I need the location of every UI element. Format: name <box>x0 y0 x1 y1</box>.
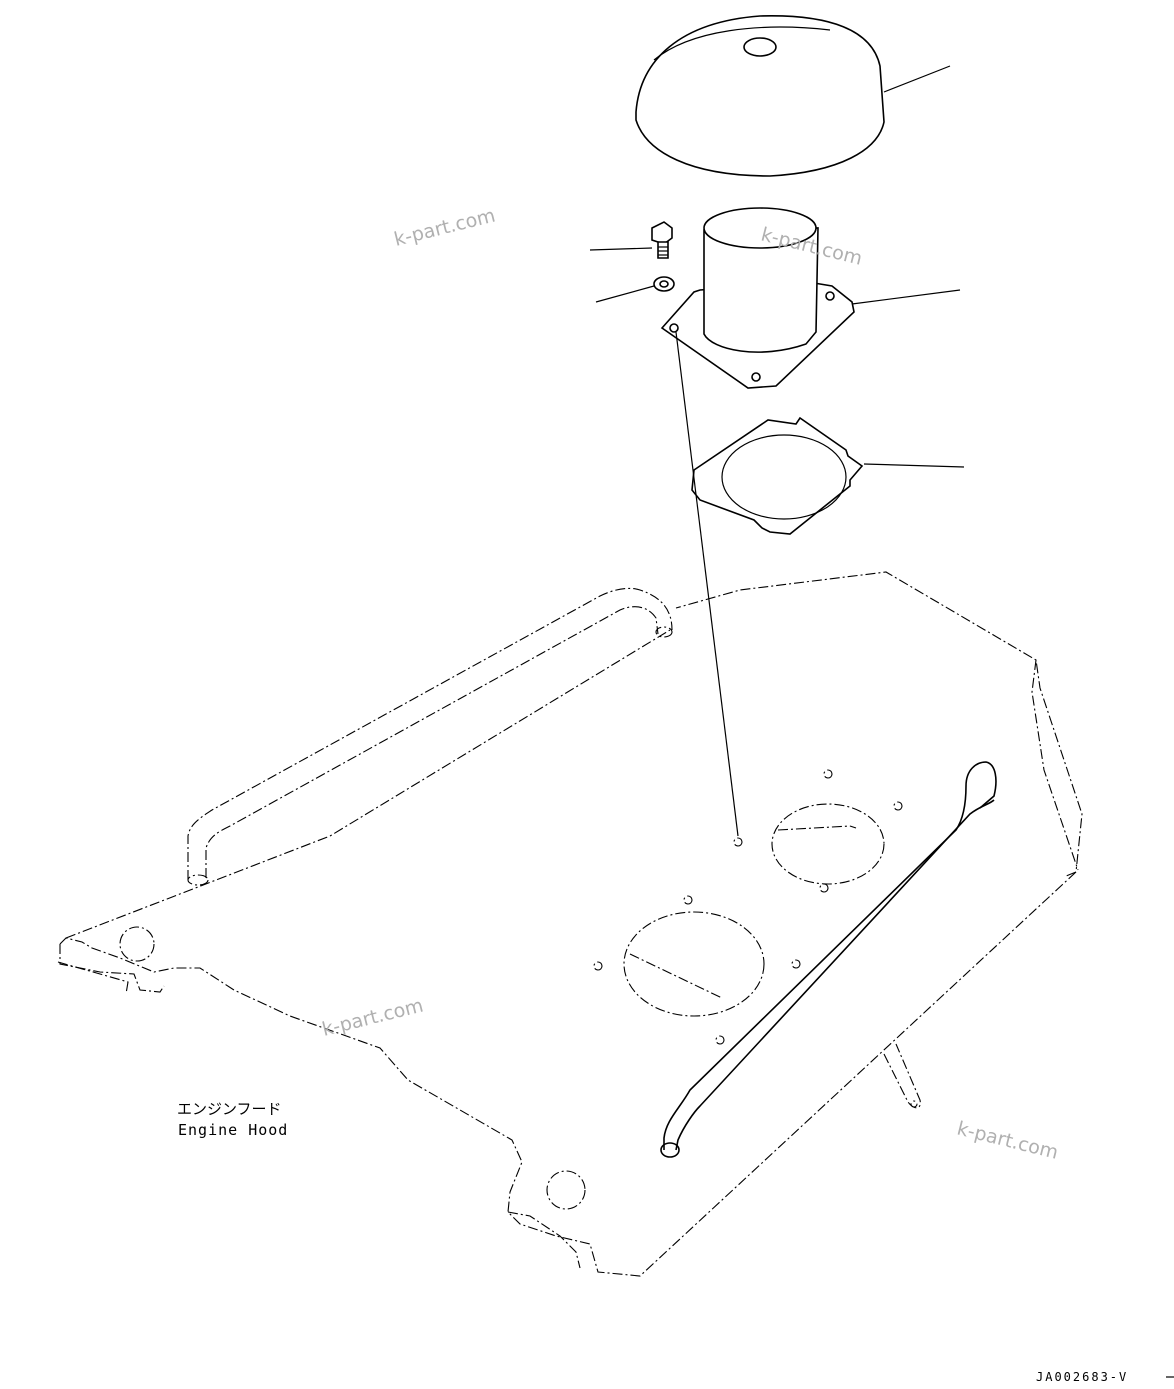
engine-hood <box>57 571 1083 1277</box>
watermark: k-part.com <box>320 994 426 1040</box>
watermark: k-part.com <box>392 204 498 250</box>
assembly-leader-line <box>675 331 739 837</box>
washer-part <box>595 276 675 303</box>
part-label-english: Engine Hood <box>178 1121 288 1139</box>
watermark: k-part.com <box>955 1118 1061 1164</box>
cap-part <box>635 15 951 177</box>
bolt-part <box>589 221 673 259</box>
part-label-japanese: エンジンフード <box>177 1100 282 1118</box>
drawing-reference-code: JA002683-V <box>1036 1370 1128 1384</box>
exhaust-stack-part <box>660 207 961 389</box>
gasket-part <box>691 416 965 535</box>
